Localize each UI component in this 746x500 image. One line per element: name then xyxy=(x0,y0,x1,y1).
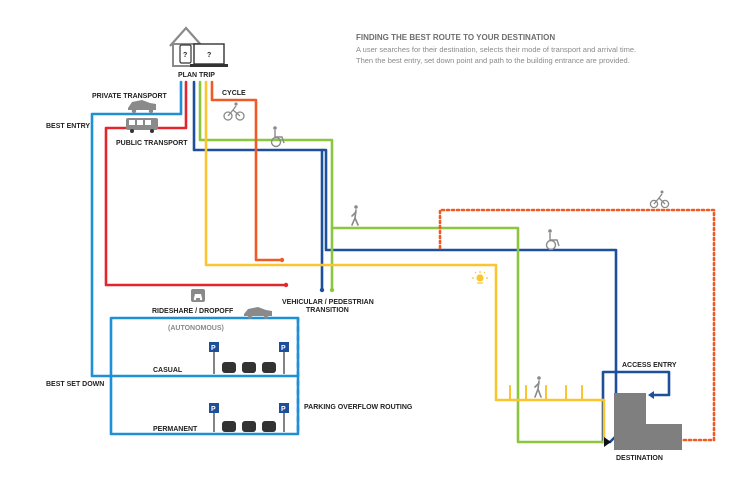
parking-sign-permanent-left: P xyxy=(209,403,219,432)
wheelchair-icon xyxy=(270,126,285,148)
pedestrian-icon xyxy=(351,205,359,226)
phone-icon: ? xyxy=(179,44,192,64)
parking-overflow-label: PARKING OVERFLOW ROUTING xyxy=(304,404,413,411)
route-pedestrian xyxy=(198,80,334,292)
cycle-label: CYCLE xyxy=(222,90,246,97)
svg-text:P: P xyxy=(281,406,286,413)
header-title: FINDING THE BEST ROUTE TO YOUR DESTINATI… xyxy=(356,33,555,42)
rideshare-icon xyxy=(191,289,205,302)
orange-end-dot xyxy=(279,257,285,263)
route-yellow xyxy=(204,80,606,444)
parked-cars-permanent xyxy=(222,421,276,432)
car-icon xyxy=(128,100,156,114)
parking-sign-permanent-right: P xyxy=(279,403,289,432)
route-public-transport xyxy=(90,80,183,378)
route-vehicular xyxy=(192,80,324,292)
red-end-dot xyxy=(283,282,289,288)
header-line-2: Then the best entry, set down point and … xyxy=(356,56,630,65)
vehicular-label-line-2: TRANSITION xyxy=(306,307,349,314)
parking-sign-casual-right: P xyxy=(279,342,289,374)
parked-cars-casual xyxy=(222,362,276,373)
vehicular-label-line-1: VEHICULAR / PEDESTRIAN xyxy=(282,299,374,306)
pedestrian-icon-2 xyxy=(534,376,542,398)
bollard-row xyxy=(509,385,583,400)
destination-building-icon xyxy=(604,391,682,450)
laptop-icon: ? xyxy=(190,43,228,67)
bus-icon xyxy=(126,118,158,133)
rideshare-label: RIDESHARE / DROPOFF xyxy=(152,308,234,315)
best-set-down-label: BEST SET DOWN xyxy=(46,381,104,388)
route-accessible xyxy=(320,148,618,444)
wheelchair-icon-2 xyxy=(545,229,560,251)
route-cycle xyxy=(210,80,284,262)
casual-label: CASUAL xyxy=(153,367,183,374)
autonomous-label: (AUTONOMOUS) xyxy=(168,325,224,332)
light-icon xyxy=(472,271,488,284)
route-pedestrian-main xyxy=(330,226,606,444)
bicycle-icon xyxy=(223,102,245,121)
best-entry-label: BEST ENTRY xyxy=(46,123,90,130)
route-cycle-dotted xyxy=(438,208,716,442)
route-access-entry xyxy=(601,370,671,444)
svg-text:P: P xyxy=(211,345,216,352)
parking-sign-casual-left: P xyxy=(209,342,219,374)
navy-end-dot xyxy=(319,287,325,293)
permanent-label: PERMANENT xyxy=(153,426,198,433)
route-set-down-frame xyxy=(109,316,300,436)
public-transport-label: PUBLIC TRANSPORT xyxy=(116,140,188,147)
plan-trip-label: PLAN TRIP xyxy=(178,72,215,79)
route-private-transport xyxy=(104,80,288,287)
svg-text:P: P xyxy=(281,345,286,352)
svg-text:?: ? xyxy=(183,52,187,59)
svg-text:?: ? xyxy=(207,52,211,59)
private-transport-label: PRIVATE TRANSPORT xyxy=(92,93,168,100)
header-line-1: A user searches for their destination, s… xyxy=(356,45,636,54)
destination-label: DESTINATION xyxy=(616,455,663,462)
green-end-dot xyxy=(329,287,335,293)
access-entry-label: ACCESS ENTRY xyxy=(622,362,677,369)
bicycle-icon-2 xyxy=(649,190,670,209)
car-icon-rideshare xyxy=(244,307,272,319)
svg-text:P: P xyxy=(211,406,216,413)
